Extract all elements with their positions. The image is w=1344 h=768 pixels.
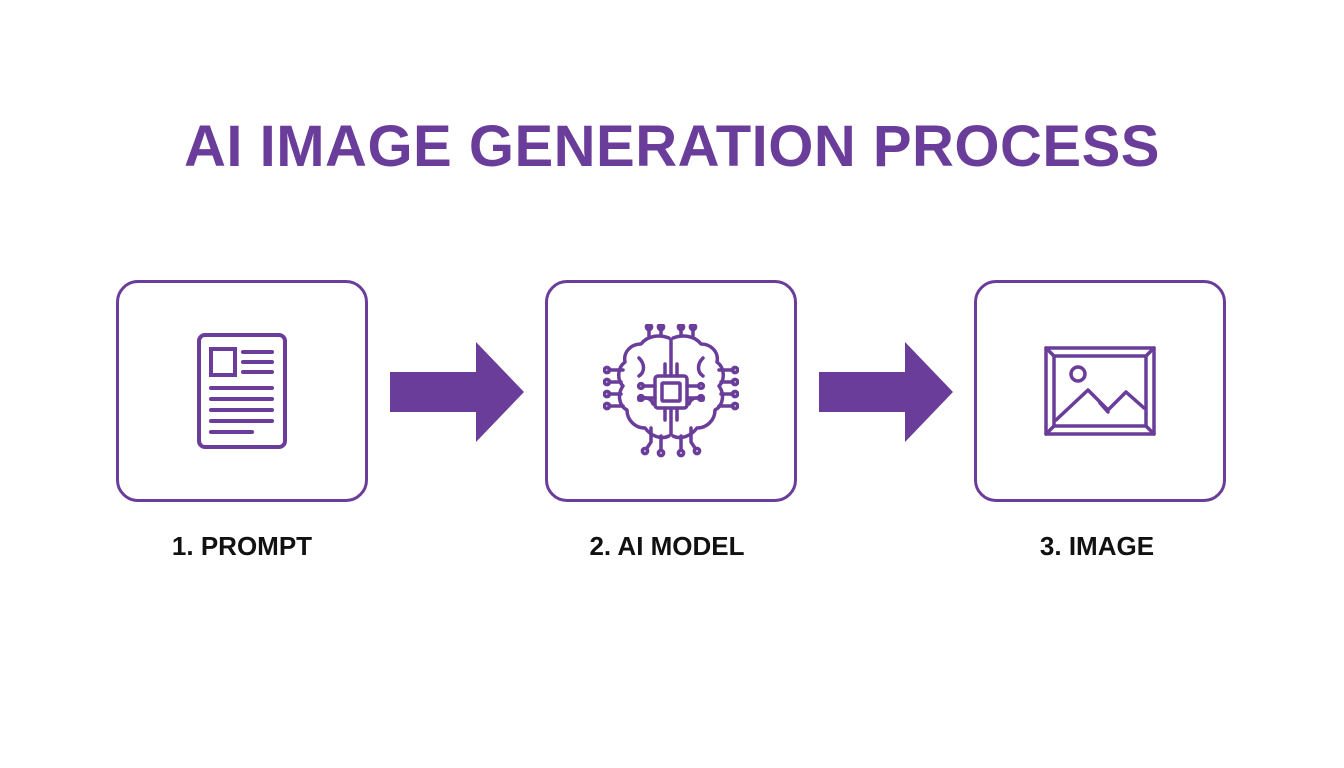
step-label-ai-model: 2. AI MODEL bbox=[589, 531, 745, 561]
document-icon bbox=[196, 332, 288, 450]
step-label-prompt: 1. PROMPT bbox=[171, 531, 313, 561]
diagram-title: AI IMAGE GENERATION PROCESS bbox=[184, 114, 1160, 179]
brain-chip-icon bbox=[603, 324, 739, 458]
arrow-right-icon bbox=[390, 342, 526, 442]
step-label-image: 3. IMAGE bbox=[1039, 531, 1155, 561]
arrow-right-icon bbox=[819, 342, 955, 442]
picture-icon bbox=[1044, 346, 1156, 436]
step-box-image bbox=[974, 280, 1226, 502]
step-box-prompt bbox=[116, 280, 368, 502]
step-box-ai-model bbox=[545, 280, 797, 502]
